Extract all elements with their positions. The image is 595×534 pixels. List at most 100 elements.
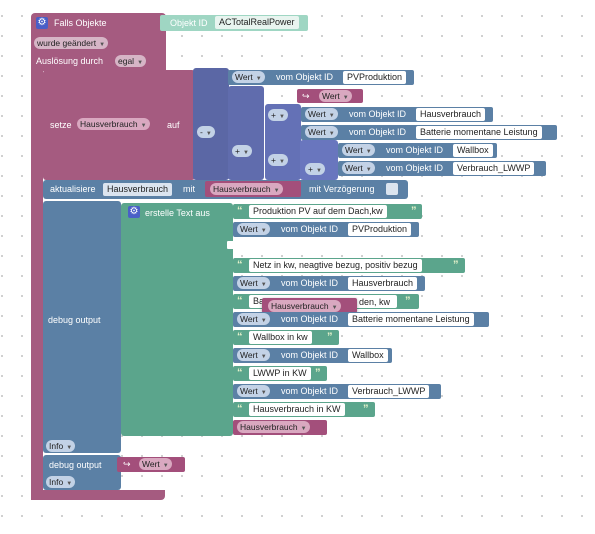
math-plus-block-1[interactable]	[228, 86, 264, 180]
text-item-hausverbrauch-kw[interactable]: “ Hausverbrauch in KW ”	[233, 402, 375, 417]
from-label: vom Objekt ID	[281, 386, 339, 396]
trigger-by-label: Auslösung durch	[36, 56, 104, 66]
from-label: vom Objekt ID	[349, 127, 407, 137]
text-item-pv[interactable]: “ Produktion PV auf dem Dach,kw ”	[233, 204, 422, 219]
debug-level-dropdown[interactable]: Info▼	[46, 476, 76, 488]
return-arrow-icon: ↪	[302, 91, 310, 101]
delay-label: mit Verzögerung	[309, 184, 375, 194]
quote-icon: ”	[315, 367, 321, 379]
property-dropdown[interactable]: Wert▼	[237, 385, 270, 397]
trigger-by-dropdown[interactable]: egal▼	[115, 55, 147, 67]
value-row-lwwp[interactable]: Wert▼ vom Objekt ID Verbrauch_LWWP	[233, 384, 441, 399]
return-arrow-icon: ↪	[123, 459, 131, 469]
minus-operator-dropdown[interactable]: -▼	[197, 126, 215, 138]
delay-checkbox[interactable]	[386, 183, 398, 195]
debug-output-block[interactable]	[43, 201, 121, 453]
state-value-dropdown[interactable]: Wert▼	[139, 458, 172, 470]
empty-slot	[227, 241, 235, 249]
debug-output-block-2[interactable]: debug output Info▼	[43, 455, 121, 490]
gear-icon[interactable]: ⚙	[128, 206, 140, 218]
value-row-batterie[interactable]: Wert▼ vom Objekt ID Batterie momentane L…	[233, 312, 489, 327]
from-label: vom Objekt ID	[281, 350, 339, 360]
state-value-block[interactable]: ↪ Wert▼	[117, 457, 185, 472]
variable-dropdown[interactable]: Hausverbrauch▼	[237, 421, 310, 433]
dragged-variable-dropdown[interactable]: Hausverbrauch▼	[268, 300, 341, 312]
set-variable-dropdown[interactable]: Hausverbrauch▼	[77, 118, 150, 130]
object-id-field[interactable]: Wallbox	[453, 144, 493, 157]
debug-output-label: debug output	[49, 460, 102, 470]
quote-icon: ”	[411, 205, 417, 217]
property-dropdown[interactable]: Wert▼	[342, 144, 375, 156]
object-id-value[interactable]: ACTotalRealPower	[215, 16, 299, 29]
value-row-pvproduktion[interactable]: Wert▼ vom Objekt ID PVProduktion	[233, 222, 419, 237]
from-label: vom Objekt ID	[281, 224, 339, 234]
quote-icon: “	[237, 205, 243, 217]
value-row-wallbox[interactable]: Wert▼ vom Objekt ID Wallbox	[338, 143, 497, 158]
trigger-block-bottom	[31, 490, 165, 500]
set-to-label: auf	[167, 120, 180, 130]
text-item-netz[interactable]: “ Netz in kw, neagtive bezug, positiv be…	[233, 258, 465, 273]
from-label: vom Objekt ID	[386, 163, 444, 173]
state-value-block[interactable]: ↪ Wert▼	[297, 89, 363, 103]
plus-operator-dropdown-4[interactable]: +▼	[305, 163, 325, 175]
trigger-block-spine	[31, 60, 43, 500]
update-variable-dropdown[interactable]: Hausverbrauch▼	[210, 183, 283, 195]
update-label: aktualisiere	[50, 184, 96, 194]
object-id-field[interactable]: Batterie momentane Leistung	[348, 313, 474, 326]
value-row-hausverbrauch[interactable]: Wert▼ vom Objekt ID Hausverbrauch	[233, 276, 425, 291]
update-with-label: mit	[183, 184, 195, 194]
quote-icon: “	[237, 367, 243, 379]
update-target-field[interactable]: Hausverbrauch	[103, 183, 173, 196]
value-row-lwwp[interactable]: Wert▼ vom Objekt ID Verbrauch_LWWP	[338, 161, 546, 176]
object-id-field[interactable]: Wallbox	[348, 349, 388, 362]
plus-operator-dropdown-3[interactable]: +▼	[268, 154, 288, 166]
object-id-field[interactable]: PVProduktion	[348, 223, 412, 236]
quote-icon: “	[237, 295, 243, 307]
create-text-label: erstelle Text aus	[145, 208, 210, 218]
variable-block-hausverbrauch[interactable]: Hausverbrauch▼	[233, 420, 327, 435]
property-dropdown[interactable]: Wert▼	[342, 162, 375, 174]
plus-operator-dropdown-2[interactable]: +▼	[268, 109, 288, 121]
object-id-field[interactable]: Hausverbrauch	[348, 277, 418, 290]
object-id-field[interactable]: Verbrauch_LWWP	[348, 385, 430, 398]
property-dropdown[interactable]: Wert▼	[237, 313, 270, 325]
changed-dropdown[interactable]: wurde geändert▼	[34, 37, 109, 49]
text-item-lwwp[interactable]: “ LWWP in KW ”	[233, 366, 327, 381]
property-dropdown[interactable]: Wert▼	[305, 108, 338, 120]
object-id-field[interactable]: Verbrauch_LWWP	[453, 162, 535, 175]
value-row-hausverbrauch[interactable]: Wert▼ vom Objekt ID Hausverbrauch	[301, 107, 493, 122]
set-label: setze	[50, 120, 72, 130]
quote-icon: ”	[453, 259, 459, 271]
quote-icon: ”	[405, 295, 411, 307]
gear-icon[interactable]: ⚙	[36, 17, 48, 29]
quote-icon: “	[237, 403, 243, 415]
object-id-block[interactable]: Objekt ID ACTotalRealPower	[160, 15, 308, 31]
debug-output-label: debug output	[48, 315, 101, 325]
value-row-wallbox[interactable]: Wert▼ vom Objekt ID Wallbox	[233, 348, 392, 363]
state-value-dropdown[interactable]: Wert▼	[319, 90, 352, 102]
quote-icon: “	[237, 259, 243, 271]
plus-operator-dropdown-1[interactable]: +▼	[232, 145, 252, 157]
value-row-pvproduktion[interactable]: Wert▼ vom Objekt ID PVProduktion	[228, 70, 414, 85]
object-id-field[interactable]: PVProduktion	[343, 71, 407, 84]
property-dropdown[interactable]: Wert▼	[237, 277, 270, 289]
update-variable-block[interactable]: Hausverbrauch▼	[205, 181, 301, 197]
math-minus-block[interactable]	[193, 68, 229, 180]
dragged-variable-block[interactable]: Hausverbrauch▼	[262, 298, 357, 313]
property-dropdown[interactable]: Wert▼	[305, 126, 338, 138]
object-id-field[interactable]: Batterie momentane Leistung	[416, 126, 542, 139]
text-item-wallbox[interactable]: “ Wallbox in kw ”	[233, 330, 339, 345]
from-label: vom Objekt ID	[276, 72, 334, 82]
property-dropdown[interactable]: Wert▼	[237, 223, 270, 235]
trigger-title: Falls Objekte	[54, 18, 107, 28]
value-row-batterie[interactable]: Wert▼ vom Objekt ID Batterie momentane L…	[301, 125, 557, 140]
debug-level-dropdown[interactable]: Info▼	[46, 440, 76, 452]
from-label: vom Objekt ID	[281, 278, 339, 288]
from-label: vom Objekt ID	[349, 109, 407, 119]
quote-icon: ”	[327, 331, 333, 343]
create-text-block[interactable]	[121, 203, 233, 436]
object-id-field[interactable]: Hausverbrauch	[416, 108, 486, 121]
property-dropdown[interactable]: Wert▼	[237, 349, 270, 361]
update-block[interactable]: aktualisiere Hausverbrauch mit Hausverbr…	[43, 180, 408, 199]
property-dropdown[interactable]: Wert▼	[232, 71, 265, 83]
